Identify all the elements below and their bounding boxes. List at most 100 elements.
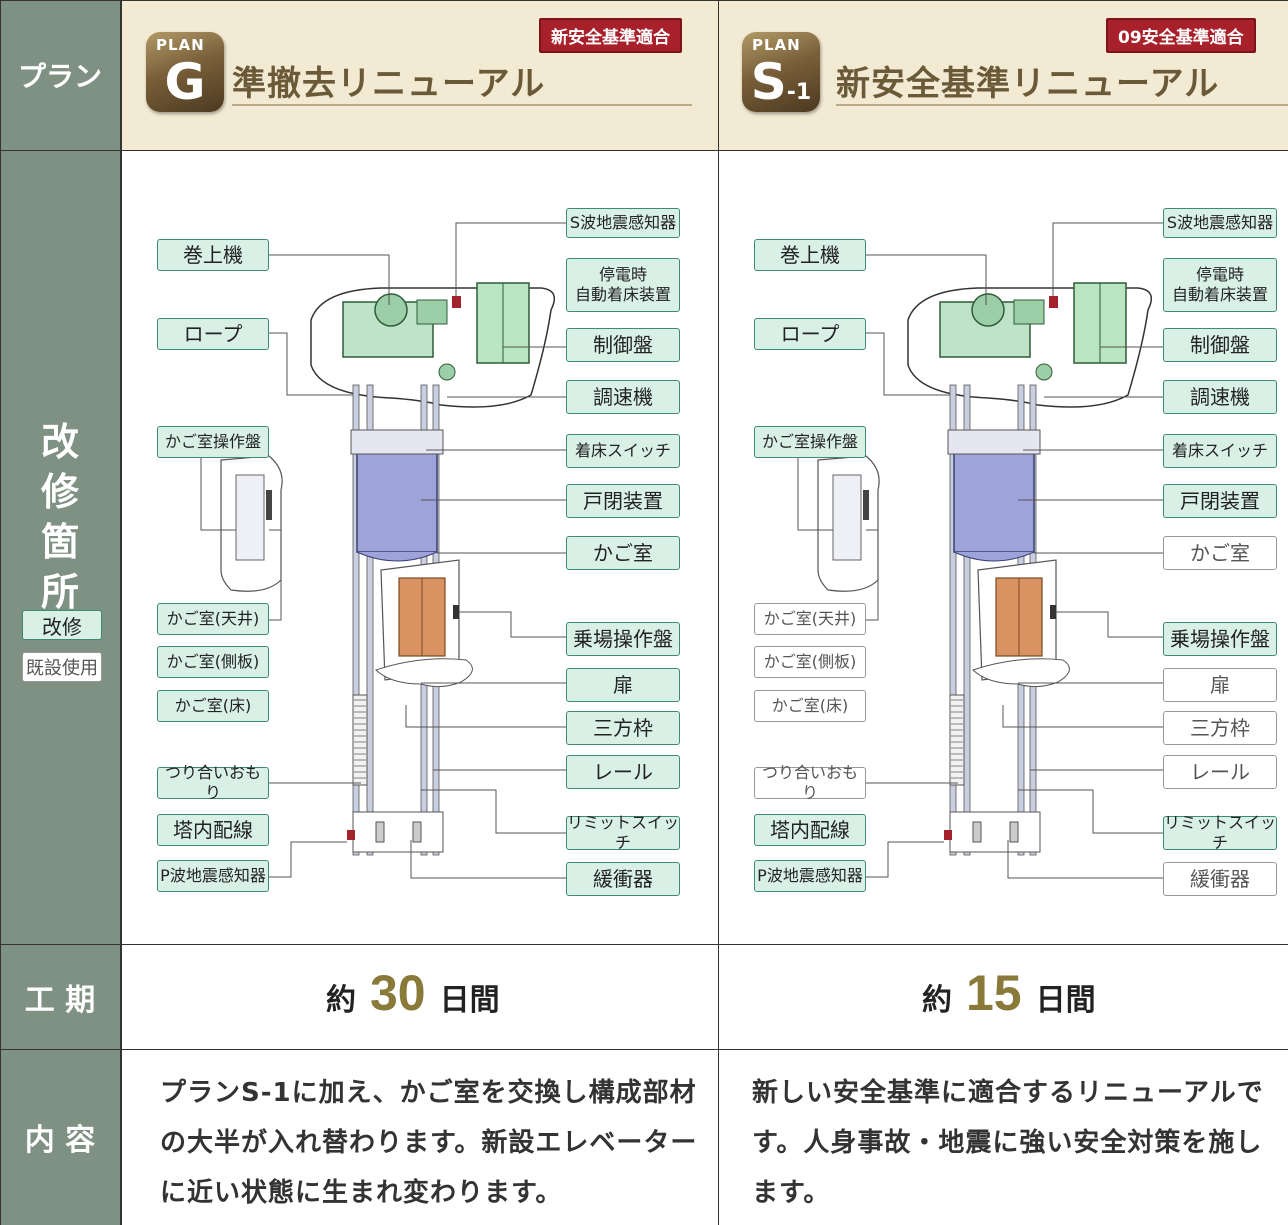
plan-label: プラン xyxy=(17,60,102,93)
label-door-closer-s1: 戸閉装置 xyxy=(1163,484,1277,518)
label-control-panel-s1: 制御盤 xyxy=(1163,328,1277,362)
label-hoist-g: 巻上機 xyxy=(157,239,269,271)
label-s-seismic-s1: S波地震感知器 xyxy=(1163,208,1277,238)
leader-line xyxy=(459,611,566,638)
label-landing-switch-g: 着床スイッチ xyxy=(566,434,680,468)
leader-line xyxy=(269,841,347,878)
label-jamb-s1: 三方枠 xyxy=(1163,711,1277,745)
leader-line xyxy=(1056,611,1163,638)
period-label: 工 期 xyxy=(24,982,96,1018)
leader-line xyxy=(866,332,950,396)
content-label: 内 容 xyxy=(24,1123,96,1158)
governor-shape xyxy=(1035,363,1053,381)
label-power-failure-s1: 停電時自動着床装置 xyxy=(1163,258,1277,312)
row-header-parts: 改 修 箇 所 xyxy=(0,150,121,944)
leader-line xyxy=(269,529,282,621)
label-governor-g: 調速機 xyxy=(566,380,680,414)
elevator-diagram-s1 xyxy=(797,222,1173,879)
pit-shape xyxy=(949,811,1041,853)
pit-shape xyxy=(352,811,444,853)
duration-value-s1: 15 xyxy=(966,965,1022,1021)
label-buffer-s1: 緩衝器 xyxy=(1163,862,1277,896)
legend-repair: 改修 xyxy=(22,610,102,640)
legend-existing: 既設使用 xyxy=(22,652,102,682)
car-shape xyxy=(953,451,1035,553)
label-control-panel-g: 制御盤 xyxy=(566,328,680,362)
label-hoist-s1: 巻上機 xyxy=(754,239,866,271)
p-wave-sensor-shape xyxy=(944,830,952,840)
compliance-badge-g: 新安全基準適合 xyxy=(539,18,682,53)
label-door-s1: 扉 xyxy=(1163,668,1277,702)
label-wiring-g: 塔内配線 xyxy=(157,814,269,846)
leader-line xyxy=(1007,840,1163,879)
governor-shape xyxy=(438,363,456,381)
counterweight-shape xyxy=(949,694,965,786)
leader-line xyxy=(1018,789,1163,834)
leader-line xyxy=(269,254,390,305)
buffer-shape xyxy=(972,821,982,843)
label-hall-panel-g: 乗場操作盤 xyxy=(566,622,680,656)
label-car-floor-s1: かご室(床) xyxy=(754,690,866,722)
label-landing-switch-s1: 着床スイッチ xyxy=(1163,434,1277,468)
label-rail-s1: レール xyxy=(1163,755,1277,789)
elevator-diagram-g xyxy=(200,222,576,879)
description-g: プランS-1に加え、かご室を交換し構成部材の大半が入れ替わります。新設エレベータ… xyxy=(160,1078,698,1208)
row-header-content: 内 容 xyxy=(0,1049,121,1225)
leader-line xyxy=(866,254,987,305)
plan-g-icon: PLAN G xyxy=(146,32,224,112)
label-car-ceiling-g: かご室(天井) xyxy=(157,603,269,635)
p-wave-sensor-shape xyxy=(347,830,355,840)
hall-panel-shape xyxy=(453,605,459,619)
label-car-side-s1: かご室(側板) xyxy=(754,646,866,678)
duration-value-g: 30 xyxy=(370,965,426,1021)
label-limit-switch-g: リミットスイッチ xyxy=(566,813,680,852)
label-car-g: かご室 xyxy=(566,536,680,570)
plan-s1-title: 新安全基準リニューアル xyxy=(836,64,1220,104)
leader-line xyxy=(866,841,944,878)
s-wave-sensor-shape xyxy=(1049,296,1058,308)
compliance-badge-s1: 09安全基準適合 xyxy=(1106,18,1256,53)
leader-line xyxy=(269,332,353,396)
label-p-seismic-s1: P波地震感知器 xyxy=(754,860,866,892)
label-car-s1: かご室 xyxy=(1163,536,1277,570)
description-s1: 新しい安全基準に適合するリニューアルです。人身事故・地震に強い安全対策を施します… xyxy=(752,1078,1264,1208)
buffer-shape xyxy=(375,821,385,843)
label-counterweight-s1: つり合いおもり xyxy=(754,763,866,802)
label-car-ceiling-s1: かご室(天井) xyxy=(754,603,866,635)
label-hall-panel-s1: 乗場操作盤 xyxy=(1163,622,1277,656)
label-car-op-panel-g: かご室操作盤 xyxy=(157,426,269,458)
label-door-g: 扉 xyxy=(566,668,680,702)
label-counterweight-g: つり合いおもり xyxy=(157,763,269,802)
label-p-seismic-g: P波地震感知器 xyxy=(157,860,269,892)
row-header-period: 工 期 xyxy=(0,944,121,1049)
leader-line xyxy=(405,705,566,728)
leader-line xyxy=(1002,705,1163,728)
leader-line xyxy=(410,840,566,879)
label-governor-s1: 調速機 xyxy=(1163,380,1277,414)
plan-s1-icon: PLAN S-1 xyxy=(742,32,820,112)
label-s-seismic-g: S波地震感知器 xyxy=(566,208,680,238)
plan-g-title: 準撤去リニューアル xyxy=(232,64,546,104)
counterweight-shape xyxy=(352,694,368,786)
label-power-failure-g: 停電時自動着床装置 xyxy=(566,258,680,312)
label-rope-s1: ロープ xyxy=(754,318,866,350)
car-shape xyxy=(356,451,438,553)
leader-line xyxy=(421,789,566,834)
row-header-plan: プラン xyxy=(0,0,121,150)
leader-line xyxy=(866,529,879,621)
label-rope-g: ロープ xyxy=(157,318,269,350)
label-limit-switch-s1: リミットスイッチ xyxy=(1163,813,1277,852)
label-car-floor-g: かご室(床) xyxy=(157,690,269,722)
label-rail-g: レール xyxy=(566,755,680,789)
s-wave-sensor-shape xyxy=(452,296,461,308)
parts-label: 改 修 箇 所 xyxy=(40,420,79,614)
label-wiring-s1: 塔内配線 xyxy=(754,814,866,846)
label-car-side-g: かご室(側板) xyxy=(157,646,269,678)
label-buffer-g: 緩衝器 xyxy=(566,862,680,896)
hall-panel-shape xyxy=(1050,605,1056,619)
label-jamb-g: 三方枠 xyxy=(566,711,680,745)
leader-line xyxy=(455,222,576,296)
